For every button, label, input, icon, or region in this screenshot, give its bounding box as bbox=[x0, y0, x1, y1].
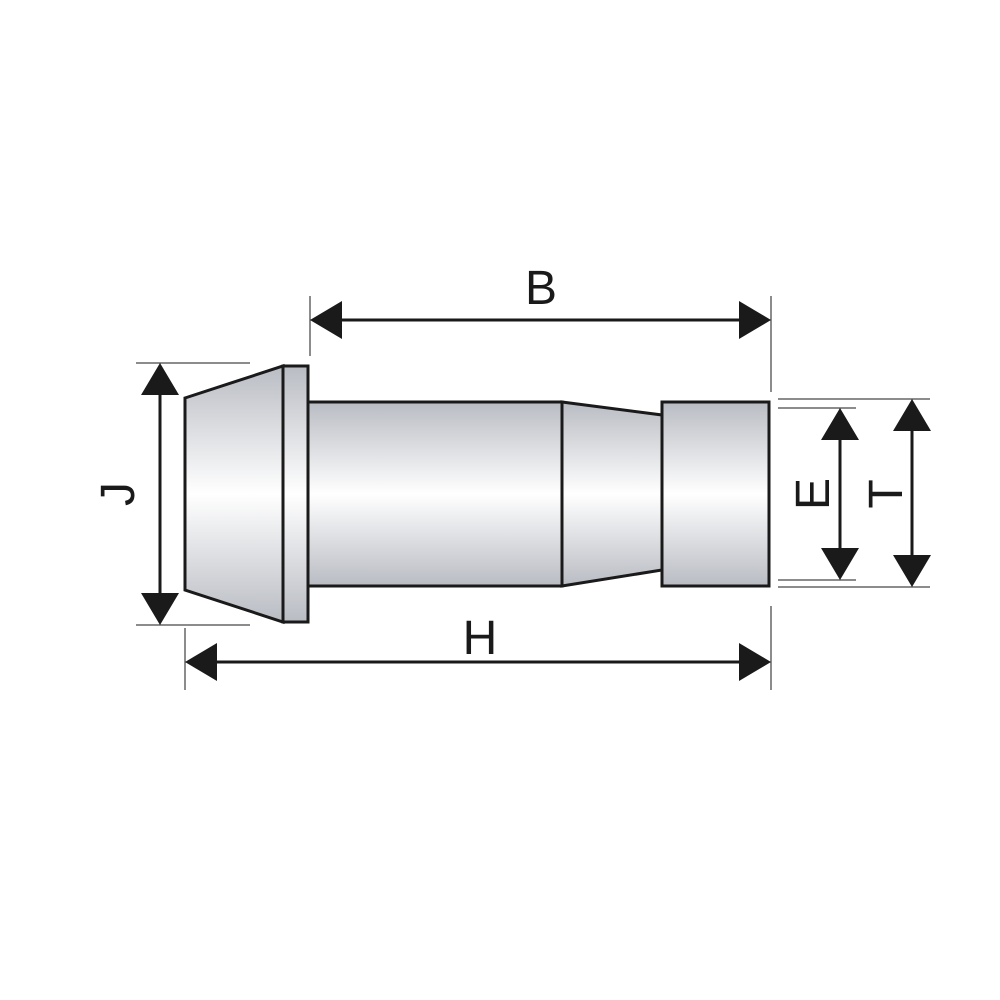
extension-lines bbox=[136, 296, 930, 690]
dimension-j: J bbox=[92, 363, 179, 625]
arrow-right-icon bbox=[739, 301, 771, 339]
arrow-up-icon bbox=[141, 363, 179, 395]
dimension-label-t: T bbox=[860, 479, 913, 508]
head-flange bbox=[281, 364, 310, 624]
arrow-down-icon bbox=[893, 555, 931, 587]
dimension-t: T bbox=[860, 399, 931, 587]
dimension-label-j: J bbox=[92, 482, 145, 506]
arrow-down-icon bbox=[821, 548, 859, 580]
dimension-b: B bbox=[310, 262, 771, 339]
fitting-body bbox=[183, 363, 771, 625]
dimension-e: E bbox=[787, 408, 859, 580]
dimension-h: H bbox=[185, 612, 771, 681]
arrow-left-icon bbox=[310, 301, 342, 339]
head-cone bbox=[183, 363, 285, 625]
arrow-up-icon bbox=[821, 408, 859, 440]
arrow-up-icon bbox=[893, 399, 931, 431]
dimension-label-b: B bbox=[525, 262, 557, 315]
shank bbox=[306, 400, 564, 588]
dimension-label-e: E bbox=[787, 478, 840, 510]
dimension-label-h: H bbox=[463, 612, 498, 665]
arrow-right-icon bbox=[739, 643, 771, 681]
neck-taper bbox=[560, 400, 664, 588]
arrow-left-icon bbox=[185, 643, 217, 681]
arrow-down-icon bbox=[141, 593, 179, 625]
end-cylinder bbox=[660, 400, 771, 588]
